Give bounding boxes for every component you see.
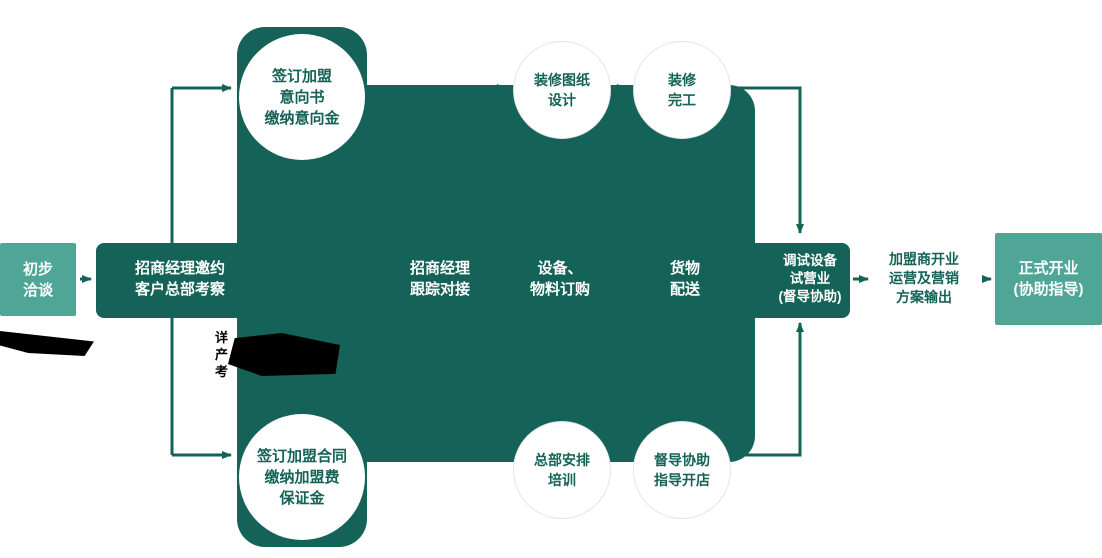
hq-training-circle: 总部安排 培训 [513,421,611,519]
contract-sign-circle: 签订加盟合同 缴纳加盟费 保证金 [239,414,365,540]
text-line: 物料订购 [529,281,590,298]
text-line: 初步 [22,260,53,278]
text-line: 招商经理 [409,260,470,277]
text-line: 货物 [669,260,700,277]
text-line: 考 [215,364,229,379]
supervisor-assist-circle: 督导协助 指导开店 [633,421,731,519]
text-line: 缴纳意向金 [264,109,340,127]
text-line: 意向书 [279,88,325,106]
text-line: 方案输出 [896,289,952,305]
text-line: 详 [215,330,229,345]
step-invite-inspect: 招商经理邀约 客户总部考察 [114,258,246,300]
text-line: 指导开店 [654,472,710,488]
text-line: 完工 [668,92,696,108]
text-line: 保证金 [279,489,325,507]
text-line: 客户总部考察 [134,281,225,298]
renovation-complete-circle: 装修 完工 [633,41,731,139]
text-line: 装修图纸 [534,72,590,88]
step-goods-delivery: 货物 配送 [645,258,725,300]
text-line: 配送 [669,281,700,298]
step-equipment-order: 设备、 物料订购 [515,258,605,300]
text-line: 签订加盟 [271,67,332,85]
initial-talk-box: 初步 洽谈 [0,243,76,316]
arrow-supervise-to-trial [731,322,804,457]
text-line: 招商经理邀约 [134,260,225,277]
text-line: (督导协助) [778,289,842,304]
text-line: 产 [215,347,229,362]
intent-letter-circle: 签订加盟 意向书 缴纳意向金 [239,34,365,160]
text-line: 加盟商开业 [889,251,959,267]
arrow-complete-to-trial [731,86,804,234]
text-line: 设计 [548,92,576,108]
text-line: 装修 [668,72,696,88]
text-line: 运营及营销 [889,270,959,286]
text-line: 总部安排 [534,452,590,468]
text-line: (协助指导) [1013,281,1084,298]
text-line: 调试设备 [783,253,837,268]
step-trial-operation: 调试设备 试营业 (督导协助) [766,252,854,306]
text-line: 督导协助 [654,452,710,468]
step-follow-up: 招商经理 跟踪对接 [395,258,485,300]
text-line: 培训 [548,472,576,488]
text-line: 试营业 [789,271,831,286]
text-line: 跟踪对接 [409,281,470,298]
obscured-note-text: 详 产 考 [215,329,228,380]
opening-plan-output: 加盟商开业 运营及营销 方案输出 [872,250,976,307]
text-line: 签订加盟合同 [256,447,347,465]
official-opening-box: 正式开业 (协助指导) [995,233,1102,325]
text-line: 洽谈 [22,281,53,299]
text-line: 缴纳加盟费 [264,468,340,486]
design-drawing-circle: 装修图纸 设计 [513,41,611,139]
text-line: 设备、 [537,260,583,277]
text-line: 正式开业 [1018,260,1079,277]
